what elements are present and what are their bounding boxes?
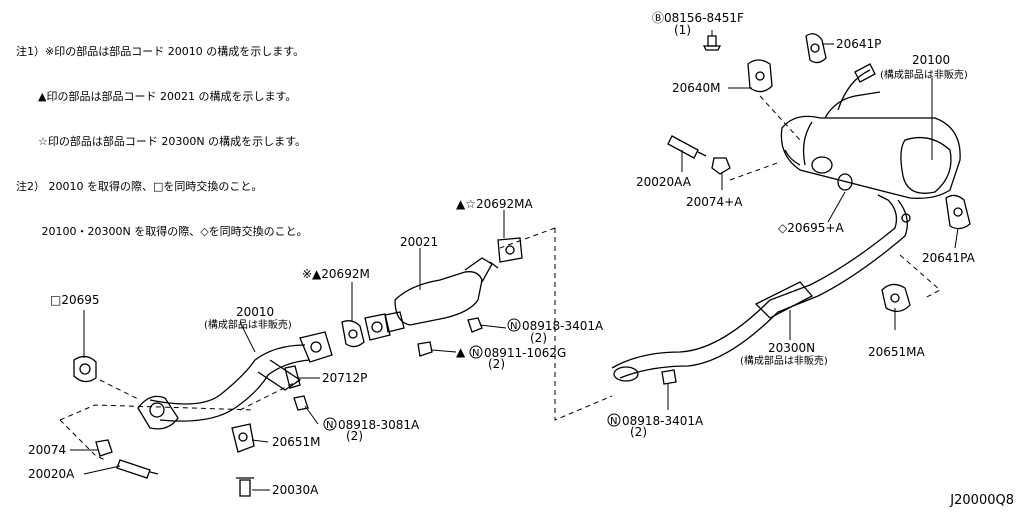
hanger-20641P [805,33,827,64]
label-20651MA: 20651MA [868,345,926,359]
bolt-08156 [702,35,722,51]
label-08911-1062G: ▲ N 08911-1062G (2) [456,345,566,371]
center-pipe-20300N [611,194,911,382]
nut-20074 [95,439,113,457]
label-08918-3081A-qty: (2) [346,429,363,443]
sensor-20020A [116,459,159,479]
label-08918-3081A: N 08918-3081A (2) [323,417,420,443]
catalyst-20021 [384,257,499,333]
gasket-20695 [73,355,97,383]
label-20030A: 20030A [272,483,319,497]
label-20695-A: ◇20695+A [778,221,844,235]
label-20074-A: 20074+A [686,195,743,209]
gasket-20692MA [497,237,523,263]
sensor-20020AA [667,135,707,159]
label-20100-note: (構成部品は非販売) [880,68,968,81]
label-08918-3401A-text: 08918-3401A [522,319,604,333]
gasket-20692M [341,320,365,348]
label-08911-1062G-qty: (2) [488,357,505,371]
note-line-5: 20100・20300N を取得の際、◇を同時交換のこと。 [16,225,308,238]
label-08918-3401A-lower-text: 08918-3401A [622,414,704,428]
bolt-20030A [236,477,254,497]
note-line-3: ☆印の部品は部品コード 20300N の構成を示します。 [16,135,306,148]
label-20021: 20021 [400,235,438,249]
diagram-code: J20000Q8 [950,493,1014,508]
dashed-outline-20100 [759,95,801,141]
nut-08918-3401A [467,317,483,333]
hanger-20651M [231,423,255,453]
label-08918-3401A-lower-qty: (2) [630,425,647,439]
label-20020AA: 20020AA [636,175,692,189]
footnotes: 注1）※印の部品は部品コード 20010 の構成を示します。 ▲印の部品は部品コ… [16,14,308,254]
svg-text:N: N [510,321,517,332]
label-20641PA: 20641PA [922,251,976,265]
label-20074: 20074 [28,443,66,457]
label-08156-8451F: Ⓑ08156-8451F [652,11,744,25]
label-20692MA: ▲☆20692MA [456,197,534,211]
flange-ring [364,313,391,341]
hanger-20641PA [945,194,971,230]
dashed-outline-20300N [729,161,941,299]
nut-08918-3401A-right [661,369,677,385]
note-line-1: 注1）※印の部品は部品コード 20010 の構成を示します。 [16,45,305,58]
label-08918-3401A-lower: N 08918-3401A (2) [607,413,704,439]
label-20020A: 20020A [28,467,75,481]
svg-text:N: N [610,416,617,427]
label-08911-1062G-text: 08911-1062G [484,346,566,360]
label-20641P: 20641P [836,37,881,51]
front-tube-20010 [137,331,333,430]
svg-text:N: N [326,420,333,431]
label-20712P: 20712P [322,371,367,385]
label-20640M: 20640M [672,81,721,95]
label-20010-note: (構成部品は非販売) [204,318,292,331]
label-20695: □20695 [50,293,100,307]
label-20300N-note: (構成部品は非販売) [740,354,828,367]
bracket-20712P [284,365,301,389]
nut-08911-1062G [417,341,433,357]
dashed-outline-20021 [499,227,613,421]
note-line-2: ▲印の部品は部品コード 20021 の構成を示します。 [16,90,297,103]
dashed-connector-left [99,379,301,411]
svg-text:▲: ▲ [456,345,466,359]
leader-lines [70,30,959,491]
nut-08918-3081A [293,395,309,411]
label-08918-3081A-text: 08918-3081A [338,418,420,432]
label-08918-3401A: N 08918-3401A (2) [507,318,604,345]
label-20692M: ※▲20692M [302,267,370,281]
label-20300N: 20300N [768,341,815,355]
nut-20074A [711,157,731,175]
label-20010: 20010 [236,305,274,319]
label-08918-3401A-qty: (2) [530,331,547,345]
label-08156-qty: (1) [674,23,691,37]
main-muffler-20100 [780,63,961,199]
svg-text:N: N [472,348,479,359]
hanger-20651MA [881,283,911,312]
label-20651M: 20651M [272,435,321,449]
dashed-outline-20010 [59,404,256,461]
note-line-4: 注2） 20010 を取得の際、□を同時交換のこと。 [16,180,263,193]
label-20100: 20100 [912,53,950,67]
hanger-20640M [747,59,773,93]
gasket-20695A [837,173,853,191]
